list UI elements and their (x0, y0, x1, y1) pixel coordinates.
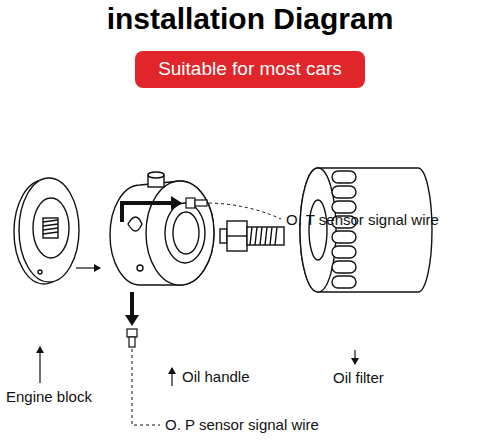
bold-arrow (130, 292, 134, 316)
leader-arrow (171, 368, 172, 386)
part-label: O. P sensor signal wire (165, 416, 319, 434)
plate-bore-inner (173, 212, 199, 254)
sensor-body (195, 200, 207, 206)
filter-rib (332, 261, 356, 273)
sensor-hex (186, 198, 195, 208)
part-label: O. T sensor signal wire (286, 211, 439, 229)
banner-text: Suitable for most cars (158, 58, 342, 80)
part-label: Oil handle (182, 368, 250, 386)
oil-filter (300, 168, 432, 292)
filter-rib (332, 231, 356, 243)
bolt-top (148, 172, 164, 178)
thread (275, 227, 277, 245)
banner: Suitable for most cars (135, 51, 365, 88)
thread (270, 227, 272, 245)
hole (38, 270, 42, 274)
filter-rib (332, 171, 356, 183)
op-sensor (127, 329, 137, 347)
nipple-neck (220, 229, 227, 243)
thread (43, 232, 58, 234)
flow-arrow (76, 267, 100, 268)
thread (43, 224, 58, 226)
filter-face (300, 168, 336, 292)
nipple-thread (247, 227, 284, 245)
leader-arrow (39, 347, 40, 383)
nipple (220, 221, 284, 251)
thread (260, 227, 262, 245)
filter-rib (332, 186, 356, 198)
plate-front (146, 181, 214, 285)
plate-ring (33, 198, 69, 258)
ot-sensor (186, 198, 207, 208)
nipple-nut (227, 221, 247, 251)
signal-wire (132, 349, 160, 425)
thread (265, 227, 267, 245)
part-label: Oil filter (333, 369, 384, 387)
filter-rib (332, 246, 356, 258)
oil-handle (110, 172, 214, 285)
engine-block (14, 178, 79, 284)
stud (43, 218, 58, 238)
plate-body (110, 181, 214, 285)
plate-bore (165, 203, 205, 263)
plate-face (19, 178, 79, 282)
leader-arrow (354, 350, 355, 364)
thread (255, 227, 257, 245)
sensor-body (129, 337, 135, 347)
filter-body (300, 168, 432, 292)
page-title: installation Diagram (0, 2, 500, 36)
sensor-hex (127, 329, 137, 337)
bold-arrow-head (125, 315, 139, 326)
filter-hole (309, 200, 327, 260)
port (128, 217, 142, 231)
bold-arrow-head (171, 196, 182, 210)
part-label: Engine block (6, 388, 92, 406)
port (137, 265, 143, 271)
bold-arrow (122, 203, 172, 222)
thread (250, 227, 252, 245)
nut-edge (227, 235, 247, 236)
thread (43, 228, 58, 230)
thread (43, 220, 58, 222)
signal-wire (209, 203, 281, 219)
filter-rib (332, 276, 356, 288)
